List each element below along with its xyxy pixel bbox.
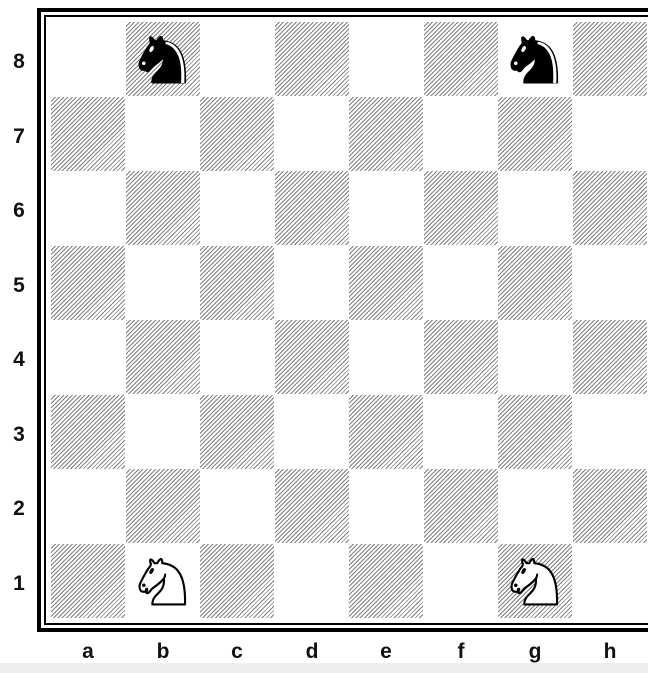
square-h2[interactable] <box>573 469 647 543</box>
square-b5[interactable] <box>126 246 200 320</box>
square-a3[interactable] <box>51 395 125 469</box>
square-f8[interactable] <box>424 22 498 96</box>
black-knight-icon[interactable] <box>503 27 567 91</box>
square-h8[interactable] <box>573 22 647 96</box>
file-label-f: f <box>441 640 481 664</box>
square-a2[interactable] <box>51 469 125 543</box>
square-e1[interactable] <box>349 544 423 618</box>
file-label-h: h <box>590 640 630 664</box>
square-c8[interactable] <box>200 22 274 96</box>
square-h1[interactable] <box>573 544 647 618</box>
square-c6[interactable] <box>200 171 274 245</box>
file-label-g: g <box>515 640 555 664</box>
square-b4[interactable] <box>126 320 200 394</box>
square-h4[interactable] <box>573 320 647 394</box>
rank-label-2: 2 <box>6 497 32 521</box>
square-e4[interactable] <box>349 320 423 394</box>
square-a8[interactable] <box>51 22 125 96</box>
square-g7[interactable] <box>498 97 572 171</box>
square-g8[interactable] <box>498 22 572 96</box>
square-e6[interactable] <box>349 171 423 245</box>
square-d7[interactable] <box>275 97 349 171</box>
square-f2[interactable] <box>424 469 498 543</box>
square-h6[interactable] <box>573 171 647 245</box>
rank-label-8: 8 <box>6 50 32 74</box>
square-g4[interactable] <box>498 320 572 394</box>
square-d4[interactable] <box>275 320 349 394</box>
square-a4[interactable] <box>51 320 125 394</box>
chessboard <box>51 22 648 620</box>
square-a5[interactable] <box>51 246 125 320</box>
square-c4[interactable] <box>200 320 274 394</box>
square-d6[interactable] <box>275 171 349 245</box>
square-c3[interactable] <box>200 395 274 469</box>
square-f4[interactable] <box>424 320 498 394</box>
square-e3[interactable] <box>349 395 423 469</box>
file-label-a: a <box>68 640 108 664</box>
file-label-b: b <box>143 640 183 664</box>
square-h7[interactable] <box>573 97 647 171</box>
square-d5[interactable] <box>275 246 349 320</box>
square-e2[interactable] <box>349 469 423 543</box>
rank-label-1: 1 <box>6 572 32 596</box>
square-f7[interactable] <box>424 97 498 171</box>
square-f6[interactable] <box>424 171 498 245</box>
file-label-c: c <box>217 640 257 664</box>
square-g3[interactable] <box>498 395 572 469</box>
square-e8[interactable] <box>349 22 423 96</box>
rank-label-3: 3 <box>6 423 32 447</box>
square-d2[interactable] <box>275 469 349 543</box>
square-h5[interactable] <box>573 246 647 320</box>
square-e5[interactable] <box>349 246 423 320</box>
file-label-d: d <box>292 640 332 664</box>
square-b6[interactable] <box>126 171 200 245</box>
square-a1[interactable] <box>51 544 125 618</box>
square-f5[interactable] <box>424 246 498 320</box>
square-c1[interactable] <box>200 544 274 618</box>
square-d1[interactable] <box>275 544 349 618</box>
square-a6[interactable] <box>51 171 125 245</box>
square-g5[interactable] <box>498 246 572 320</box>
white-knight-icon[interactable] <box>131 549 195 613</box>
square-f1[interactable] <box>424 544 498 618</box>
square-f3[interactable] <box>424 395 498 469</box>
rank-label-6: 6 <box>6 199 32 223</box>
square-b2[interactable] <box>126 469 200 543</box>
square-b3[interactable] <box>126 395 200 469</box>
rank-label-5: 5 <box>6 274 32 298</box>
square-c5[interactable] <box>200 246 274 320</box>
square-c7[interactable] <box>200 97 274 171</box>
square-b1[interactable] <box>126 544 200 618</box>
white-knight-icon[interactable] <box>503 549 567 613</box>
square-g2[interactable] <box>498 469 572 543</box>
black-knight-icon[interactable] <box>131 27 195 91</box>
square-b7[interactable] <box>126 97 200 171</box>
rank-label-4: 4 <box>6 348 32 372</box>
square-c2[interactable] <box>200 469 274 543</box>
square-d8[interactable] <box>275 22 349 96</box>
square-d3[interactable] <box>275 395 349 469</box>
square-g6[interactable] <box>498 171 572 245</box>
bottom-scroll-strip <box>0 663 648 673</box>
file-label-e: e <box>366 640 406 664</box>
square-b8[interactable] <box>126 22 200 96</box>
square-a7[interactable] <box>51 97 125 171</box>
rank-label-7: 7 <box>6 125 32 149</box>
square-h3[interactable] <box>573 395 647 469</box>
square-g1[interactable] <box>498 544 572 618</box>
square-e7[interactable] <box>349 97 423 171</box>
